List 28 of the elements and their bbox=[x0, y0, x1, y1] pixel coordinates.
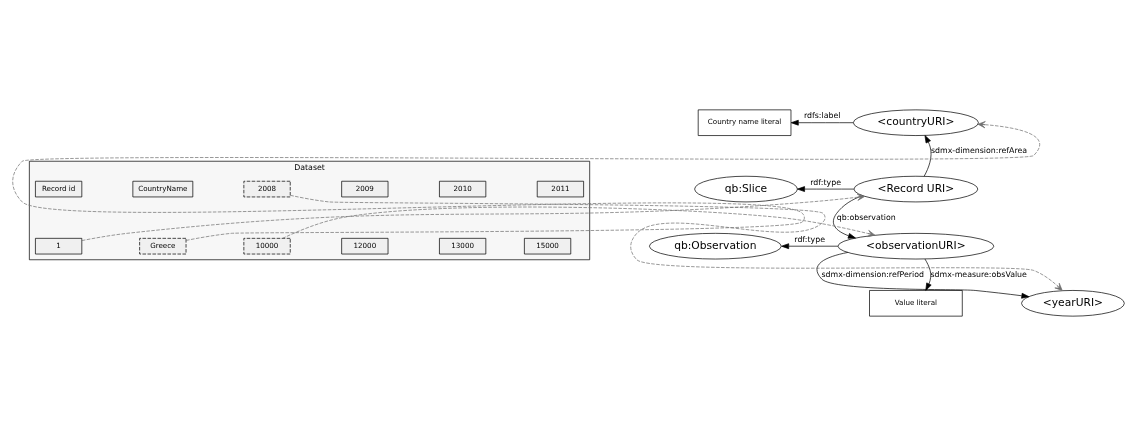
arrow bbox=[797, 186, 855, 192]
node-ellipse: qb:Slice bbox=[694, 175, 798, 203]
node-ellipse: qb:Observation bbox=[649, 233, 782, 260]
node-box: 13000 bbox=[439, 238, 487, 255]
node-box: Record id bbox=[35, 180, 83, 198]
arrow bbox=[781, 243, 839, 250]
node-box: 2009 bbox=[341, 180, 389, 198]
arrow bbox=[12, 121, 1040, 241]
arrow bbox=[282, 206, 876, 239]
node-box: 10000 bbox=[243, 238, 291, 255]
arrow bbox=[833, 195, 863, 239]
node-box: 1 bbox=[35, 238, 83, 255]
node-box: 12000 bbox=[341, 238, 389, 255]
node-box: CountryName bbox=[132, 180, 194, 198]
arrow bbox=[816, 252, 1030, 299]
node-box: 15000 bbox=[524, 238, 572, 255]
node-ellipse: <countryURI> bbox=[853, 109, 979, 136]
arrow bbox=[290, 195, 1063, 291]
arrow bbox=[81, 193, 865, 241]
node-box: 2008 bbox=[243, 180, 291, 198]
node-box: 2010 bbox=[439, 180, 487, 198]
node-box: Country name literal bbox=[697, 109, 792, 136]
arrow bbox=[924, 258, 932, 291]
arrow bbox=[923, 135, 932, 177]
node-box: Value literal bbox=[869, 290, 963, 317]
node-box: 2011 bbox=[536, 180, 584, 198]
node-box: Greece bbox=[139, 238, 187, 255]
arrow bbox=[790, 119, 854, 126]
